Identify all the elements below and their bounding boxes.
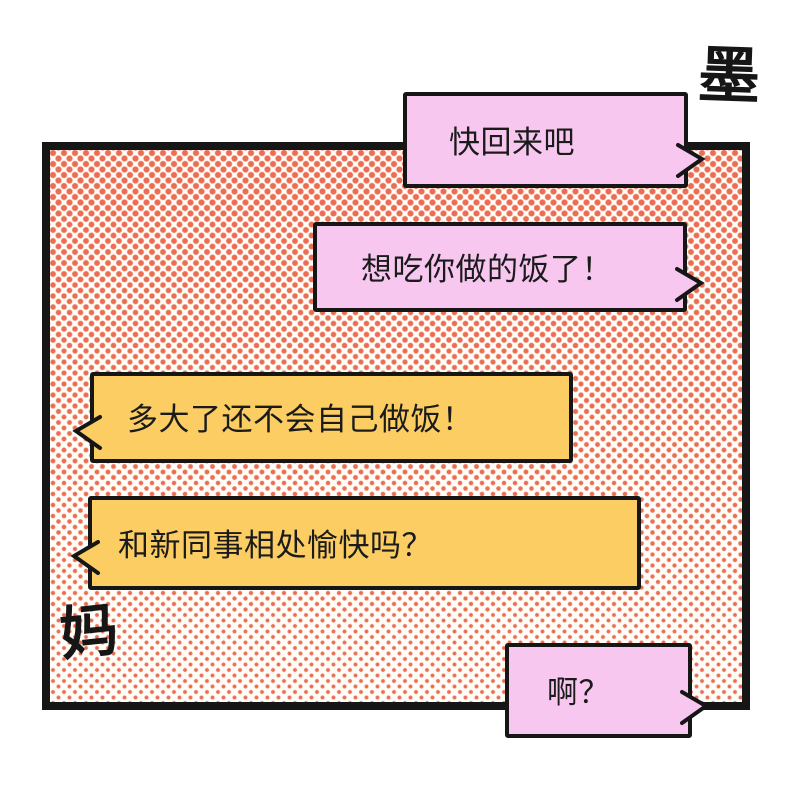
speech-bubble-3: 多大了还不会自己做饭！ [72,372,573,463]
bubble-tail-left-icon [70,540,100,575]
bubble-tail-right-icon [675,267,705,302]
speech-bubble-1: 快回来吧 [403,92,706,188]
speech-bubble-3-text: 多大了还不会自己做饭！ [127,402,474,437]
speech-bubble-4: 和新同事相处愉快吗？ [70,496,641,590]
speech-bubble-1-text: 快回来吧 [449,124,575,160]
speech-bubble-5: 啊？ [505,643,710,738]
speech-bubble-2: 想吃你做的饭了！ [313,222,705,312]
speech-bubble-4-text: 和新同事相处愉快吗？ [118,527,433,563]
speech-bubble-5-text: 啊？ [547,675,610,710]
speech-bubble-2-text: 想吃你做的饭了！ [361,251,613,287]
speaker-label-ma: 妈 [56,597,122,668]
bubble-tail-right-icon [680,690,710,725]
bubble-tail-right-icon [676,143,706,178]
speaker-label-mo: 墨 [696,40,762,113]
bubble-tail-left-icon [72,415,102,450]
